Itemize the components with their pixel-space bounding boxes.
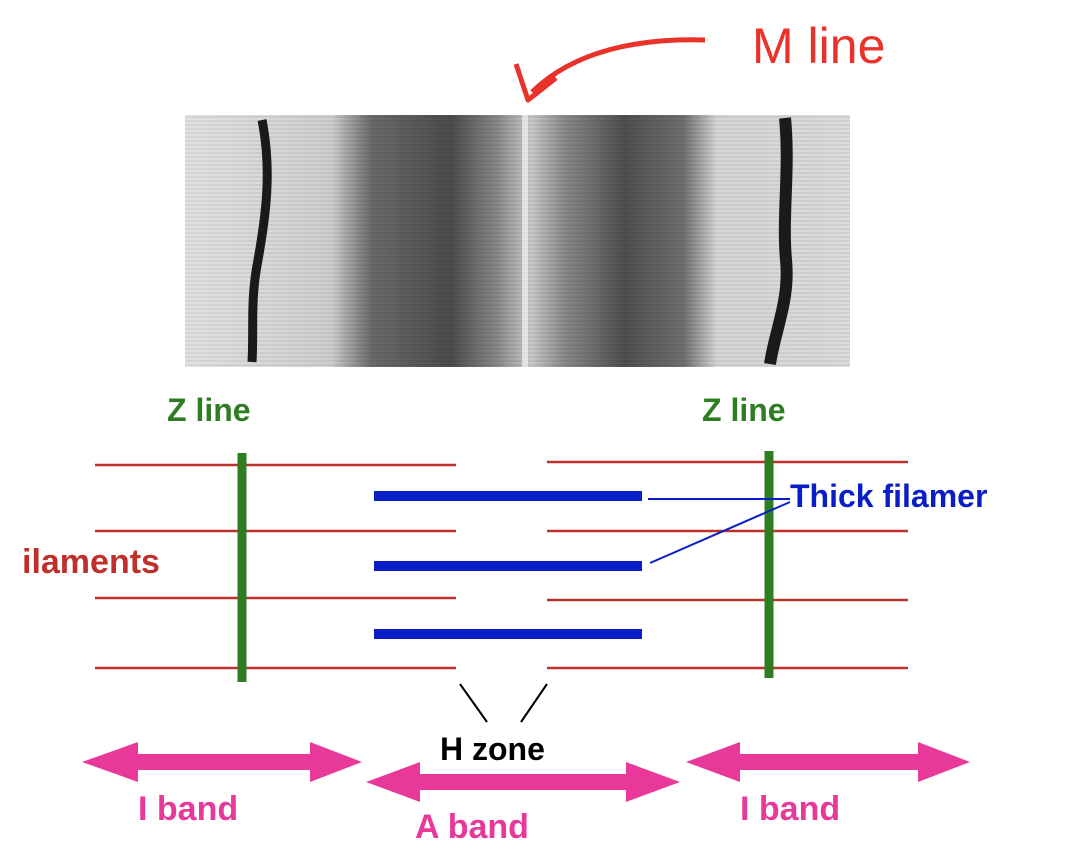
i-band-left-label: I band [138,790,238,828]
h-zone-label: H zone [440,731,545,767]
a-band-arrow [366,762,680,802]
h-zone-leader-right [520,683,548,723]
i-band-right-arrow [686,742,970,782]
a-band-label: A band [415,808,529,846]
z-line-right-label: Z line [702,392,786,428]
thick-filament-leader-2 [649,501,791,564]
i-band-right-label: I band [740,790,840,828]
z-line-left-label: Z line [167,392,251,428]
m-line-label: M line [752,18,885,74]
thick-filaments-label: Thick filamer [790,478,987,514]
thin-filaments-label: ilaments [22,543,160,581]
m-line-arrowhead [513,63,558,103]
m-line-arrow [530,37,706,94]
thick-filaments [374,491,642,639]
i-band-left-arrow [82,742,362,782]
h-zone-leader-left [459,683,488,723]
micrograph-z-disc-left [247,119,272,363]
micrograph-z-disc-right [764,117,793,365]
thin-filaments-left [95,463,456,670]
micrograph-image [185,115,850,367]
thin-filaments-right [547,460,908,670]
